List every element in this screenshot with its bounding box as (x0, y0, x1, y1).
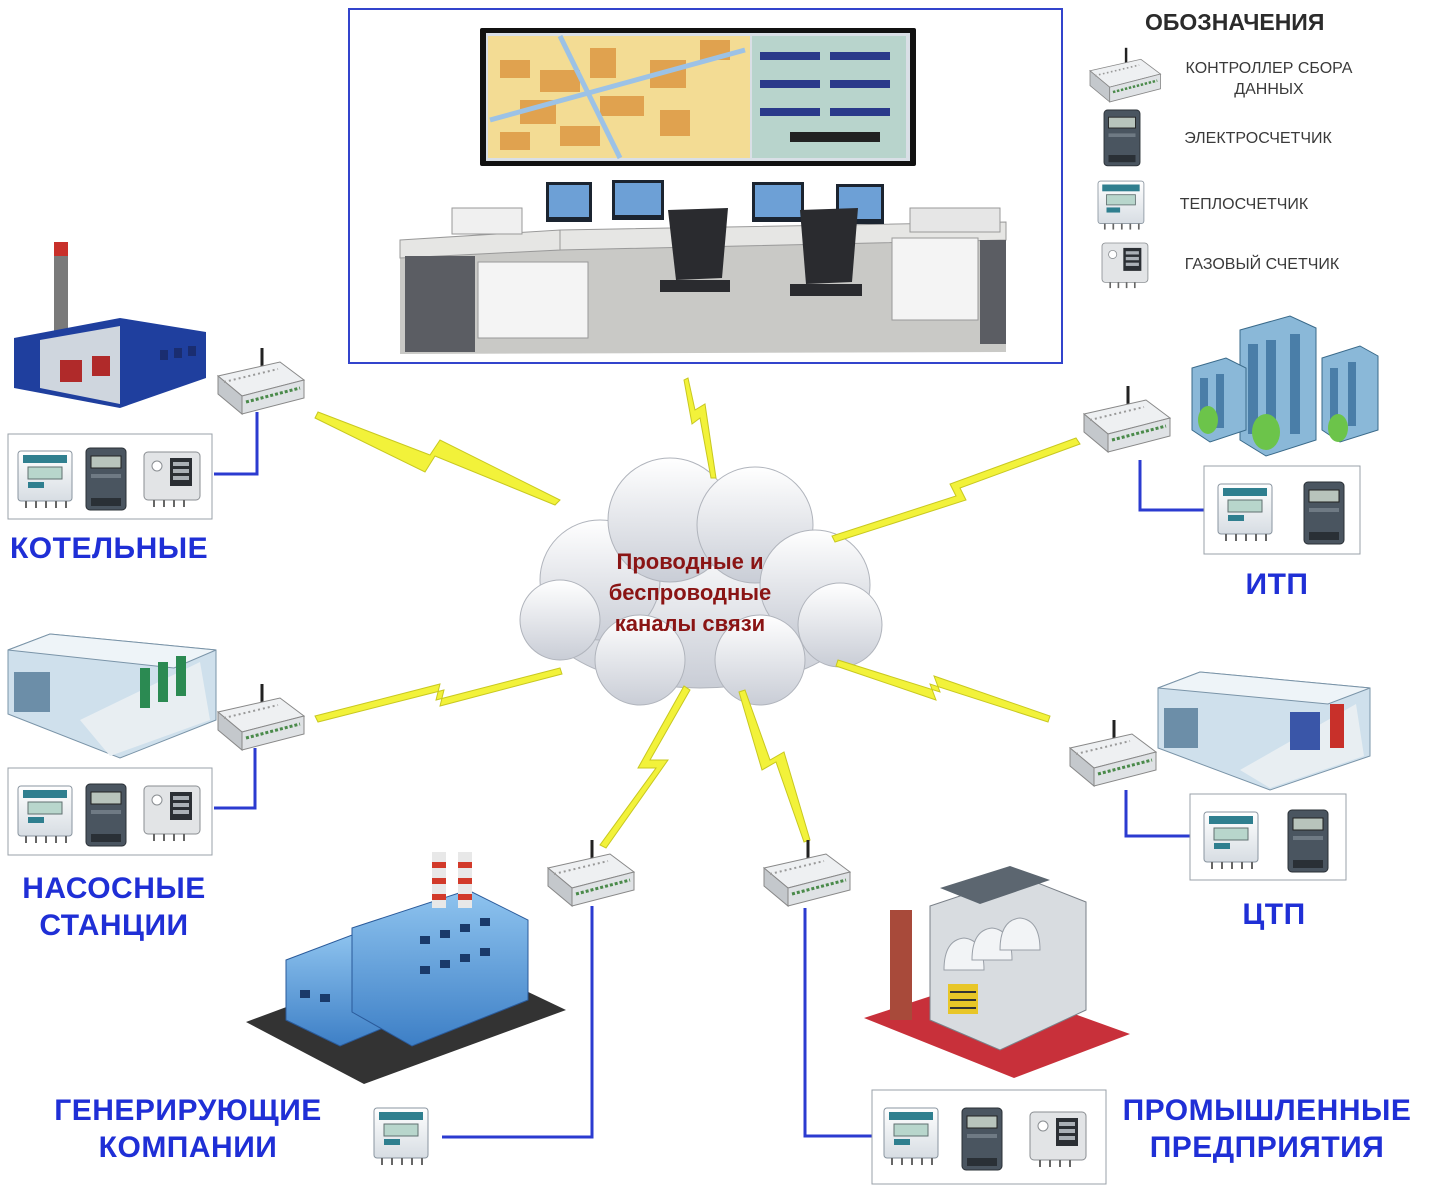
legend-controller-icon (1088, 46, 1162, 104)
generating-label-line1: ГЕНЕРИРУЮЩИЕ (54, 1094, 322, 1127)
control-room (348, 8, 1063, 364)
itp-controller-icon (1082, 384, 1172, 454)
ctp-controller-icon (1068, 718, 1158, 788)
industrial-label-line1: ПРОМЫШЛЕННЫЕ (1122, 1094, 1412, 1127)
cloud-label: Проводные и беспроводные каналы связи (560, 546, 820, 639)
residential-buildings-icon (1191, 315, 1379, 457)
pumps-label: НАСОСНЫЕ СТАНЦИИ (14, 870, 214, 944)
pumps-controller-icon (216, 682, 306, 752)
itp-label: ИТП (1245, 568, 1309, 601)
industrial-label: ПРОМЫШЛЕННЫЕ ПРЕДПРИЯТИЯ (1114, 1092, 1420, 1166)
cloud-label-line3: каналы связи (614, 611, 766, 636)
cloud-label-line1: Проводные и (616, 549, 764, 574)
generating-plant-icon (246, 852, 566, 1084)
pumps-label-line1: НАСОСНЫЕ (22, 872, 206, 905)
generating-label: ГЕНЕРИРУЮЩИЕ КОМПАНИИ (48, 1092, 328, 1166)
ctp-label: ЦТП (1242, 898, 1306, 931)
generating-label-line2: КОМПАНИИ (98, 1131, 278, 1164)
pump-station-icon (7, 633, 217, 759)
boilers-label: КОТЕЛЬНЫЕ (10, 532, 209, 565)
industrial-plant-icon (864, 866, 1130, 1078)
boilers-meters-panel (7, 433, 213, 520)
legend-title: ОБОЗНАЧЕНИЯ (1145, 9, 1325, 35)
boilers-controller-icon (216, 346, 306, 416)
ctp-meters-panel (1189, 793, 1347, 881)
wires (214, 412, 1206, 1139)
legend-controller-label-line1: КОНТРОЛЛЕР СБОРА (1185, 60, 1353, 77)
lightning-links (314, 377, 1081, 849)
heat-station-icon (1157, 671, 1371, 791)
itp-meters-panel (1203, 465, 1361, 555)
industrial-label-line2: ПРЕДПРИЯТИЯ (1149, 1131, 1385, 1164)
communication-cloud (519, 457, 883, 706)
legend-heat-meter-icon (1097, 180, 1145, 231)
industrial-controller-icon (762, 838, 852, 908)
cloud-label-line2: беспроводные (608, 580, 772, 605)
generating-heat-meter-icon (373, 1107, 429, 1166)
boiler-house-icon (14, 242, 206, 408)
legend-controller-label-line2: ДАННЫХ (1234, 81, 1304, 98)
legend-electricity-meter-icon (1103, 109, 1141, 167)
pumps-label-line2: СТАНЦИИ (39, 909, 189, 942)
legend-controller-label: КОНТРОЛЛЕР СБОРА ДАННЫХ (1166, 58, 1372, 100)
legend-electricity-meter-label: ЭЛЕКТРОСЧЕТЧИК (1184, 130, 1332, 147)
pumps-meters-panel (7, 767, 213, 856)
industrial-meters-panel (871, 1089, 1107, 1185)
legend-gas-meter-label: ГАЗОВЫЙ СЧЕТЧИК (1184, 256, 1340, 273)
generating-controller-icon (546, 838, 636, 908)
legend-gas-meter-icon (1101, 242, 1149, 289)
legend-heat-meter-label: ТЕПЛОСЧЕТЧИК (1179, 196, 1309, 213)
